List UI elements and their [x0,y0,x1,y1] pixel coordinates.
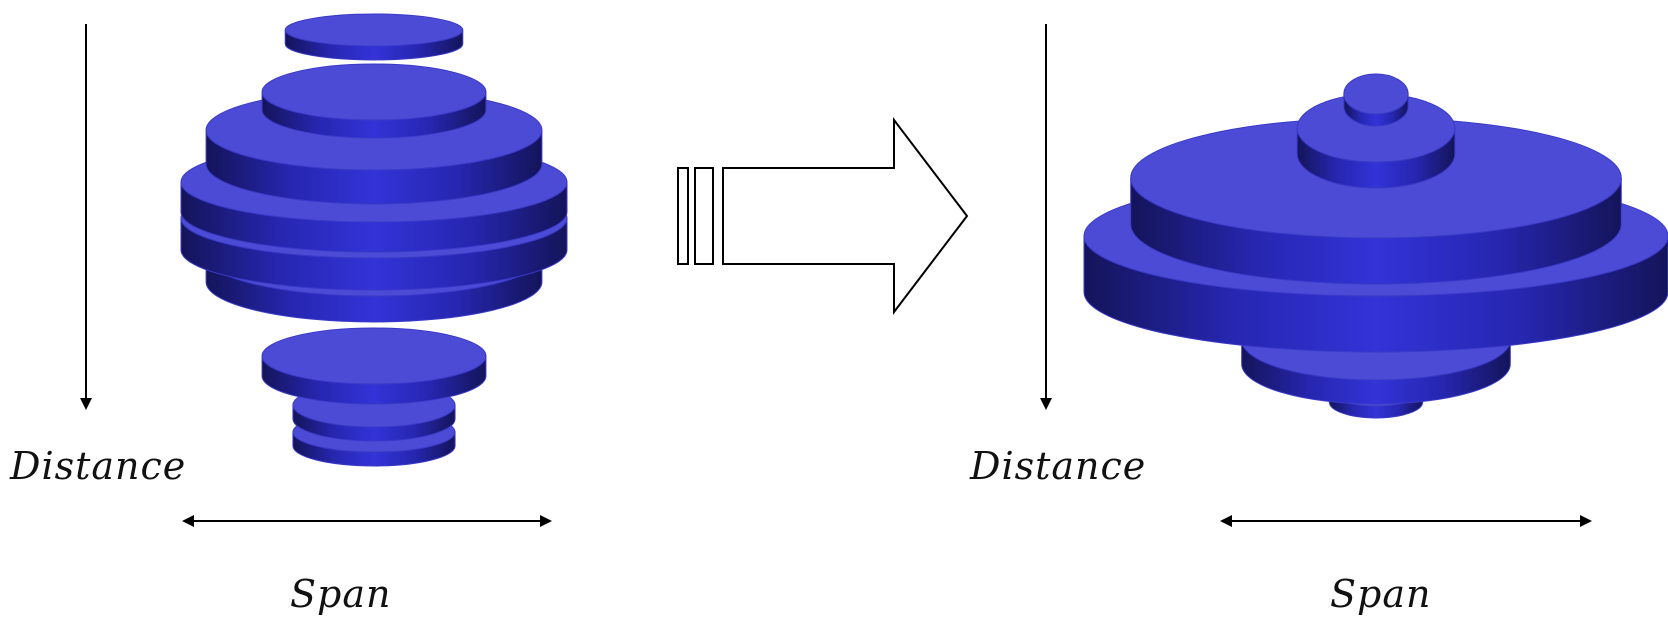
left-disc-1 [284,13,464,61]
left-panel [80,13,568,527]
right-disc-stack [1083,73,1668,419]
left-disc-2 [261,63,487,139]
transition-arrow [677,117,969,315]
left-disc-stack [180,13,568,467]
left-disc-7-top [261,327,487,385]
left-disc-2-top [261,63,487,121]
right-disc-1 [1343,73,1409,127]
transition-arrow-body [722,117,969,315]
right-span-label: Span [1330,572,1432,616]
right-panel [1040,24,1668,527]
left-span-label: Span [290,572,392,616]
left-disc-7 [261,327,487,405]
left-disc-1-top [284,13,464,47]
right-disc-1-top [1343,73,1409,115]
left-distance-label: Distance [10,444,187,488]
right-distance-label: Distance [970,444,1147,488]
transition-arrow-bar-2 [694,167,714,265]
transition-arrow-bar-1 [677,167,689,265]
